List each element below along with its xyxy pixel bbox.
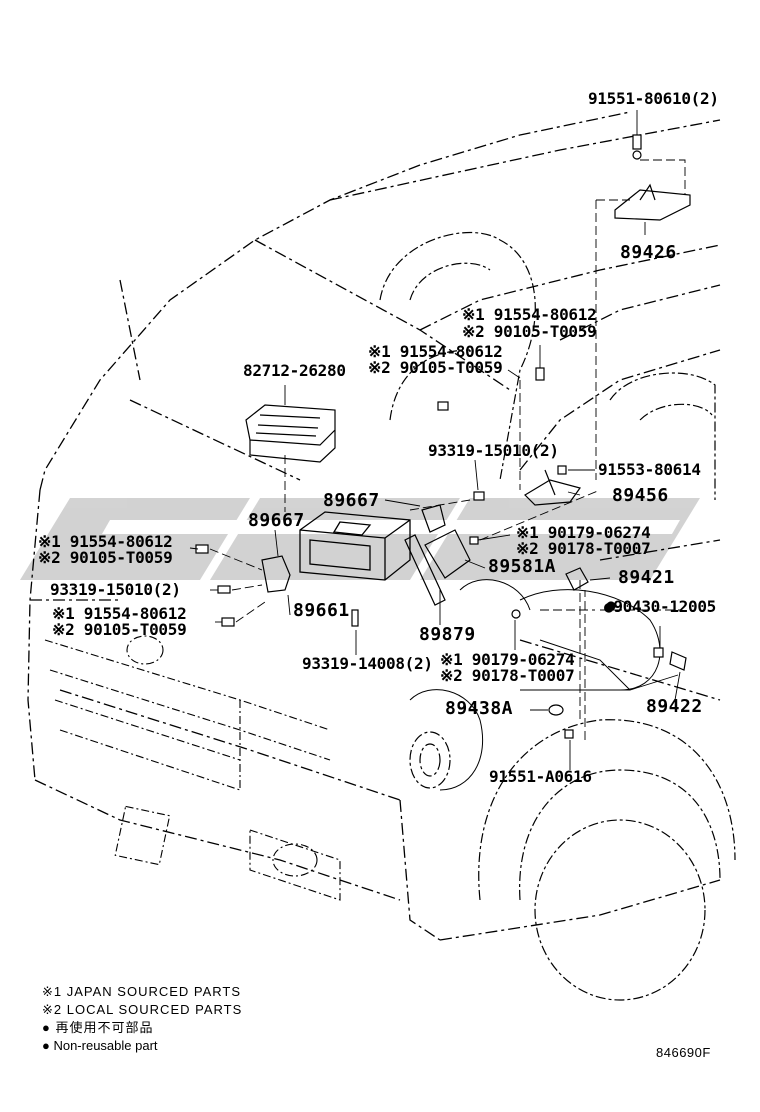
label-90430-12005: ●90430-12005 [604, 597, 716, 616]
part-89438A [548, 704, 564, 716]
label-90105-T0059-c: ※2 90105-T0059 [38, 548, 173, 567]
label-91551-80610: 91551-80610(2) [588, 89, 719, 108]
label-93319-14008: 93319-14008(2) [302, 654, 433, 673]
label-90105-T0059-d: ※2 90105-T0059 [52, 620, 187, 639]
legend-non-reusable-jp: ● 再使用不可部品 [42, 1020, 154, 1035]
label-91554-80612-c: ※1 91554-80612 [38, 532, 173, 551]
label-89661: 89661 [293, 600, 350, 621]
part-89667-brackets [261, 504, 446, 593]
label-90179-06274-a: ※1 90179-06274 [516, 523, 651, 542]
label-89456: 89456 [612, 485, 669, 506]
bolts [195, 134, 664, 739]
label-89422: 89422 [646, 696, 703, 717]
label-89421: 89421 [618, 567, 675, 588]
label-91554-80612-b: ※1 91554-80612 [368, 342, 503, 361]
label-91553-80614: 91553-80614 [598, 460, 701, 479]
part-89422 [669, 651, 687, 671]
seat-outline [379, 232, 716, 500]
engine-area [409, 579, 661, 791]
part-82712-26280 [245, 404, 336, 463]
assembly-reference-lines [209, 159, 686, 740]
label-90179-06274-b: ※1 90179-06274 [440, 650, 575, 669]
legend-japan-sourced: ※1 JAPAN SOURCED PARTS [42, 984, 242, 999]
vehicle-body-outline [27, 111, 721, 941]
label-89667-b: 89667 [248, 510, 305, 531]
label-91551-A0616: 91551-A0616 [489, 767, 592, 786]
label-89426: 89426 [620, 242, 677, 263]
label-90178-T0007-a: ※2 90178-T0007 [516, 539, 651, 558]
leader-lines [189, 110, 681, 770]
front-grille [44, 635, 341, 901]
part-89456 [524, 469, 581, 506]
label-91554-80612-d: ※1 91554-80612 [52, 604, 187, 623]
legend-non-reusable-en: ● Non-reusable part [42, 1038, 158, 1053]
label-89879: 89879 [419, 624, 476, 645]
part-89421 [565, 567, 589, 591]
part-89661-ecu [299, 511, 411, 581]
label-90178-T0007-b: ※2 90178-T0007 [440, 666, 575, 685]
part-89581A [404, 529, 471, 606]
label-91554-80612-a: ※1 91554-80612 [462, 305, 597, 324]
legend-local-sourced: ※2 LOCAL SOURCED PARTS [42, 1002, 243, 1017]
label-89667-a: 89667 [323, 490, 380, 511]
diagram-code: 846690F [656, 1045, 711, 1060]
label-89438A: 89438A [445, 698, 514, 719]
label-93319-15010-b: 93319-15010(2) [50, 580, 181, 599]
part-89426 [614, 183, 691, 221]
label-82712-26280: 82712-26280 [243, 361, 346, 380]
label-89581A: 89581A [488, 556, 557, 577]
wheel-outline [409, 719, 736, 1001]
label-93319-15010-a: 93319-15010(2) [428, 441, 559, 460]
label-90105-T0059-b: ※2 90105-T0059 [368, 358, 503, 377]
label-90105-T0059-a: ※2 90105-T0059 [462, 322, 597, 341]
